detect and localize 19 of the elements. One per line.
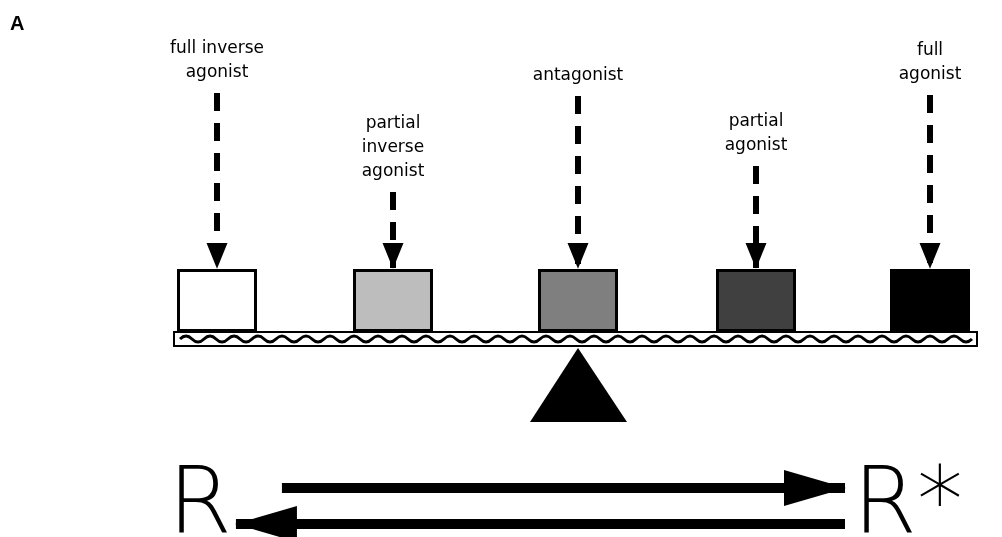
receptor-state-label: R (168, 466, 232, 537)
weight-block (538, 269, 618, 332)
ligand-label: full inverse agonist (147, 35, 287, 83)
arrow (745, 166, 767, 269)
arrow (281, 470, 846, 506)
weight-block (890, 269, 970, 332)
ligand-label: partial inverse agonist (348, 110, 438, 182)
panel-letter: A (10, 12, 25, 35)
weight-block (353, 269, 433, 332)
ligand-label: antagonist (508, 62, 648, 86)
ligand-label: full agonist (890, 37, 970, 85)
arrow (234, 506, 845, 537)
arrow (382, 192, 404, 269)
arrow (206, 93, 228, 269)
arrow (919, 95, 941, 269)
weight-block (716, 269, 796, 332)
ligand-label: partial agonist (711, 108, 801, 156)
arrow (567, 96, 589, 269)
weight-block (177, 269, 257, 332)
